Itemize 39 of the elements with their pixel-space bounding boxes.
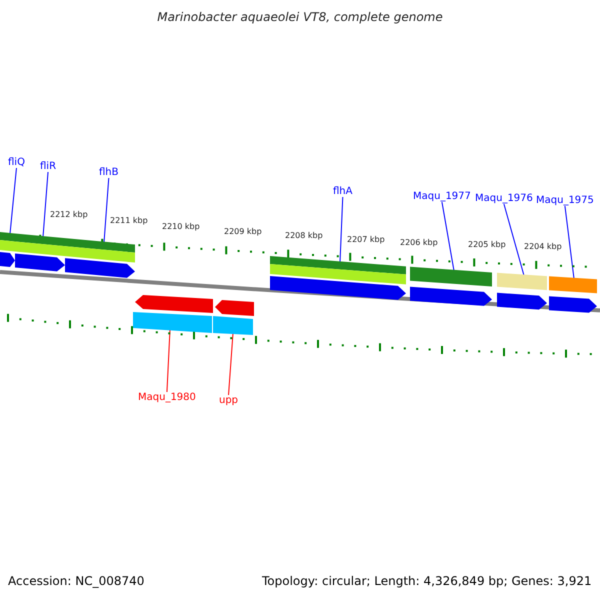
genome-info-text: Topology: circular; Length: 4,326,849 bp; Genes: 3,921: [262, 574, 592, 588]
gene-drawing: [497, 272, 547, 310]
gene-drawing: [410, 266, 492, 306]
gene-drawing: [270, 256, 406, 300]
gene-label: flhA: [333, 186, 352, 197]
gene-drawing: [15, 233, 65, 272]
leader-line: [564, 206, 574, 280]
scale-label: 2206 kbp: [400, 238, 438, 247]
leader-line: [441, 202, 454, 272]
scale-label: 2207 kbp: [347, 235, 385, 244]
gene-label: Maqu_1975: [536, 195, 594, 206]
leader-line: [503, 204, 524, 276]
scale-label: 2211 kbp: [110, 216, 148, 225]
gene-label: Maqu_1976: [475, 193, 533, 204]
gene-label: upp: [219, 395, 238, 406]
chart-title: Marinobacter aquaeolei VT8, complete genome: [156, 10, 444, 24]
leader-line: [10, 168, 17, 234]
leader-line: [42, 172, 49, 238]
leader-line: [228, 332, 234, 396]
scale-label: 2205 kbp: [468, 240, 506, 249]
accession-text: Accession: NC_008740: [8, 574, 144, 588]
scale-label: 2208 kbp: [285, 231, 323, 240]
gene-label: fliR: [40, 161, 56, 172]
scale-label: 2212 kbp: [50, 210, 88, 219]
leader-line: [340, 196, 344, 263]
gene-label: flhB: [99, 167, 118, 178]
gene-drawing: [549, 276, 597, 313]
scale-label: 2210 kbp: [162, 222, 200, 231]
gene-drawing: [65, 238, 135, 278]
gene-label: fliQ: [8, 157, 25, 168]
leader-line: [104, 178, 110, 244]
scale-label: 2209 kbp: [224, 227, 262, 236]
gene-label: Maqu_1977: [413, 191, 471, 202]
leader-line: [166, 328, 170, 392]
gene-drawing: [213, 300, 254, 335]
gene-drawing: [133, 295, 213, 333]
gene-drawing: [0, 232, 15, 267]
scale-label: 2204 kbp: [524, 242, 562, 251]
gene-label: Maqu_1980: [138, 392, 196, 403]
